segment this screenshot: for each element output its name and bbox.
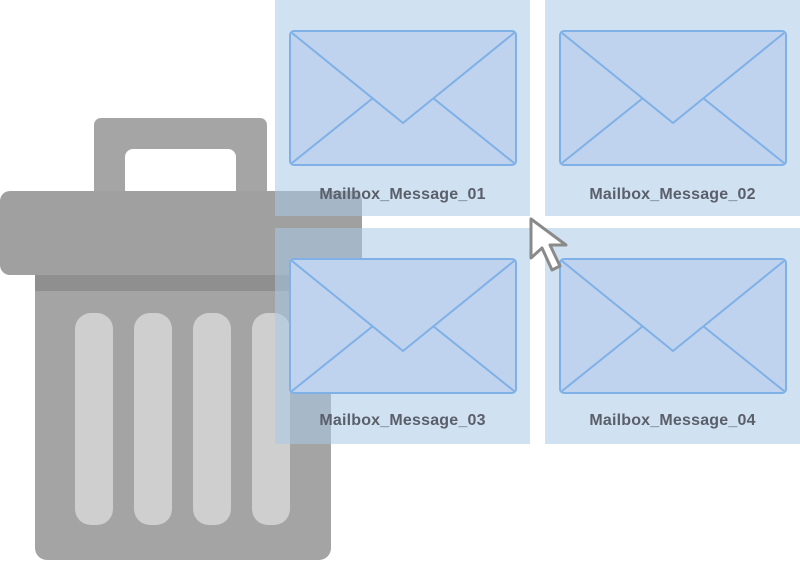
arrow-cursor-icon xyxy=(529,217,568,272)
message-label: Mailbox_Message_02 xyxy=(589,186,756,203)
trash-can-rim-shadow xyxy=(35,275,331,291)
message-label: Mailbox_Message_03 xyxy=(319,412,486,429)
trash-can-slot xyxy=(193,313,231,525)
message-grid: Mailbox_Message_01 Mailbox_Message_02 Ma… xyxy=(275,0,800,444)
message-item-02[interactable]: Mailbox_Message_02 xyxy=(545,0,800,216)
envelope-icon xyxy=(289,258,517,394)
trash-can-slot xyxy=(134,313,172,525)
message-item-04[interactable]: Mailbox_Message_04 xyxy=(545,228,800,444)
envelope-icon xyxy=(289,30,517,166)
message-item-01[interactable]: Mailbox_Message_01 xyxy=(275,0,530,216)
message-label: Mailbox_Message_01 xyxy=(319,186,486,203)
envelope-icon xyxy=(559,30,787,166)
trash-can-slot xyxy=(75,313,113,525)
message-item-03[interactable]: Mailbox_Message_03 xyxy=(275,228,530,444)
message-label: Mailbox_Message_04 xyxy=(589,412,756,429)
envelope-icon xyxy=(559,258,787,394)
